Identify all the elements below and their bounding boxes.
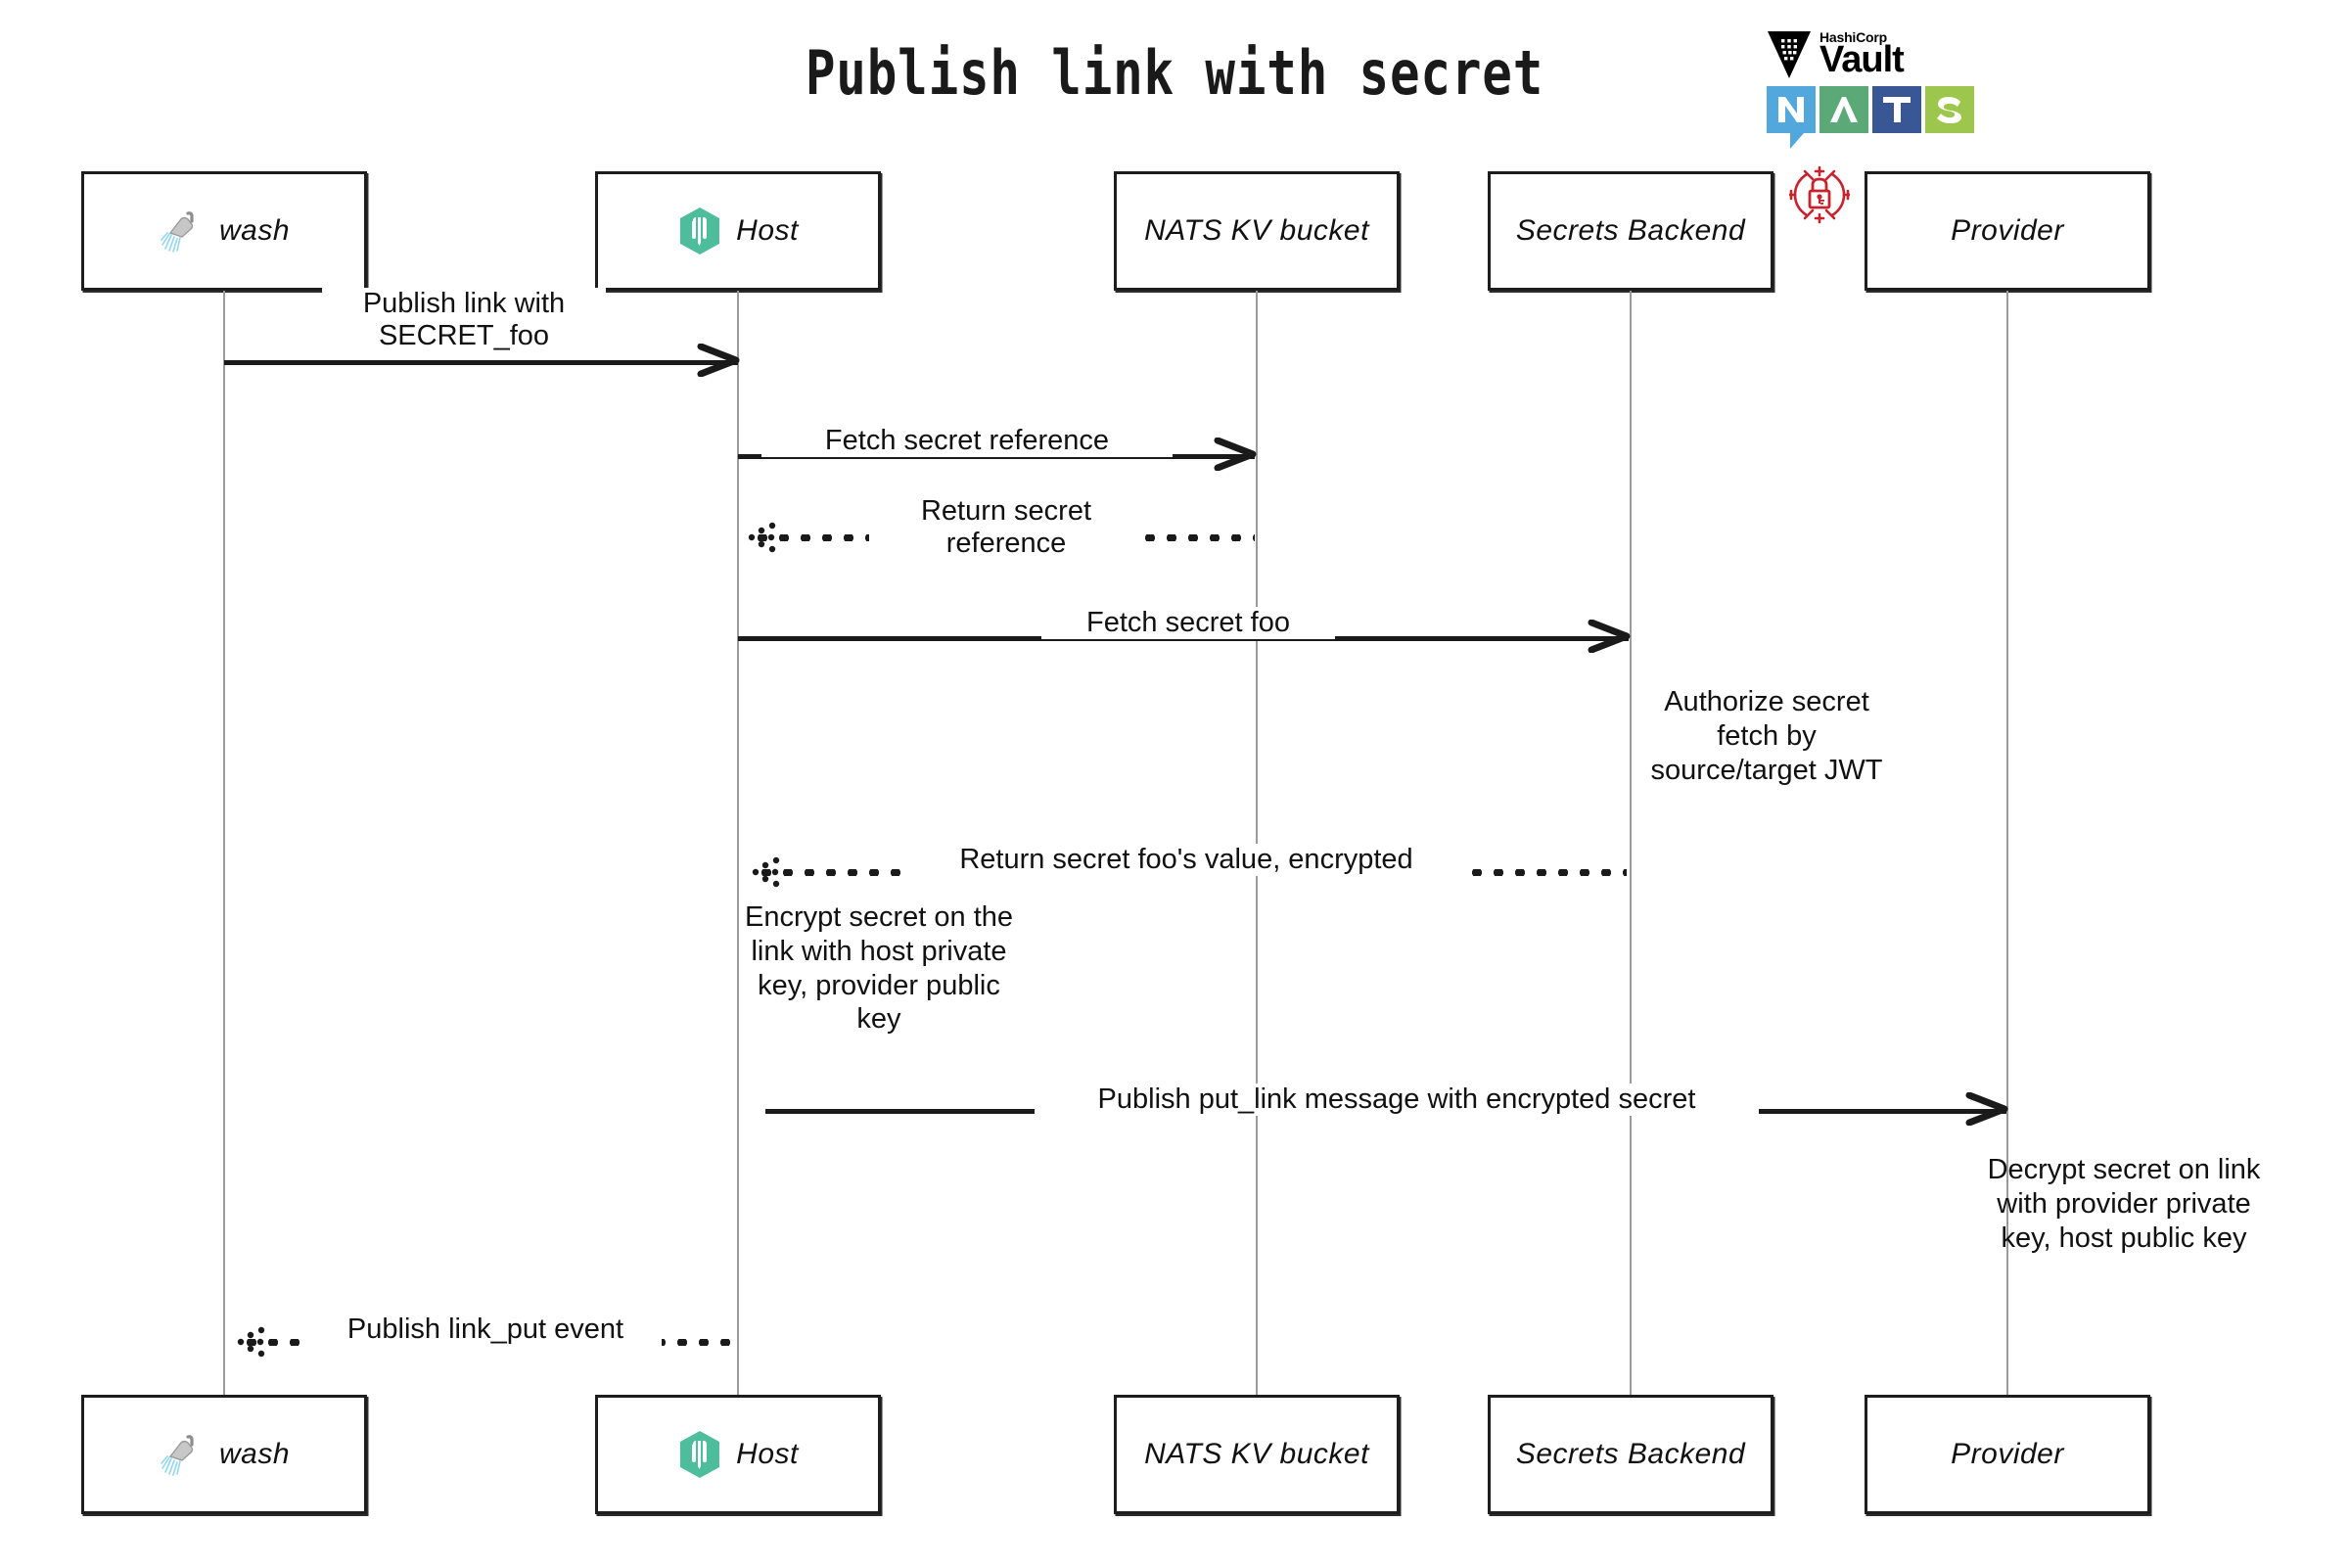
participant-label: wash <box>218 1438 291 1470</box>
participant-box-host-top[interactable]: Host <box>595 171 881 291</box>
participant-label: Provider <box>1951 214 2064 247</box>
page-title: Publish link with secret <box>805 37 1544 109</box>
participant-label: Host <box>736 1438 799 1470</box>
participant-box-host-bottom[interactable]: Host <box>595 1395 881 1514</box>
note-decrypt-secret: Decrypt secret on link with provider pri… <box>1987 1154 2261 1254</box>
nats-speech-tail <box>1790 133 1804 149</box>
lifeline-provider <box>2006 291 2008 1395</box>
participant-label: Secrets Backend <box>1515 1438 1746 1470</box>
nats-letter-t <box>1872 86 1921 133</box>
participant-label: Secrets Backend <box>1515 214 1746 247</box>
nats-letter-n <box>1767 86 1816 149</box>
lifeline-host <box>737 291 739 1395</box>
participant-label: NATS KV bucket <box>1144 214 1369 247</box>
nats-letter-a <box>1819 86 1868 133</box>
message-label: Return secret reference <box>869 495 1143 561</box>
shower-icon <box>159 1431 206 1478</box>
vault-name-text: Vault <box>1819 39 1905 80</box>
nats-letter-s <box>1925 86 1974 133</box>
lifeline-wash <box>223 291 225 1395</box>
message-label: Fetch secret reference <box>761 425 1173 458</box>
note-encrypt-secret: Encrypt secret on the link with host pri… <box>744 901 1014 1036</box>
arrowhead-right-icon <box>1956 1091 2010 1130</box>
nats-logo <box>1767 86 2002 149</box>
lifeline-nats-kv <box>1256 291 1258 1395</box>
participant-box-secrets-backend-bottom[interactable]: Secrets Backend <box>1488 1395 1773 1514</box>
hashicorp-vault-logo: HashiCorp Vault <box>1767 22 2002 82</box>
arrowhead-left-icon <box>750 853 805 896</box>
arrowhead-right-icon <box>687 343 742 381</box>
vault-triangle-icon <box>1767 27 1812 82</box>
wasmcloud-hex-icon <box>677 1429 722 1480</box>
participant-box-provider-top[interactable]: Provider <box>1865 171 2150 291</box>
message-label: Fetch secret foo <box>1041 607 1335 640</box>
wasmcloud-hex-icon <box>677 206 722 256</box>
participant-label: Provider <box>1951 1438 2064 1470</box>
participant-box-nats-kv-bottom[interactable]: NATS KV bucket <box>1114 1395 1400 1514</box>
logo-cluster: HashiCorp Vault <box>1767 22 2002 149</box>
lifeline-secrets-backend <box>1630 291 1632 1395</box>
message-label: Publish link_put event <box>309 1314 662 1347</box>
participant-box-provider-bottom[interactable]: Provider <box>1865 1395 2150 1514</box>
participant-box-nats-kv-top[interactable]: NATS KV bucket <box>1114 171 1400 291</box>
participant-box-wash-top[interactable]: wash <box>81 171 367 291</box>
arrowhead-right-icon <box>1578 619 1633 657</box>
message-label: Return secret foo's value, encrypted <box>902 844 1470 877</box>
secure-lock-icon <box>1786 164 1853 225</box>
message-label: Publish link with SECRET_foo <box>322 288 606 353</box>
participant-label: Host <box>736 214 799 247</box>
participant-label: NATS KV bucket <box>1144 1438 1369 1470</box>
shower-icon <box>159 208 206 254</box>
participant-label: wash <box>218 214 291 247</box>
vault-brand-text: HashiCorp <box>1819 29 1887 45</box>
message-label: Publish put_link message with encrypted … <box>1035 1084 1759 1117</box>
vault-wordmark: HashiCorp Vault <box>1819 29 1905 82</box>
message-line <box>224 360 738 365</box>
participant-box-wash-bottom[interactable]: wash <box>81 1395 367 1514</box>
arrowhead-left-icon <box>235 1322 290 1365</box>
arrowhead-right-icon <box>1204 437 1259 475</box>
note-authorize-secret-fetch: Authorize secret fetch by source/target … <box>1650 686 1883 786</box>
participant-box-secrets-backend-top[interactable]: Secrets Backend <box>1488 171 1773 291</box>
arrowhead-left-icon <box>746 518 801 561</box>
